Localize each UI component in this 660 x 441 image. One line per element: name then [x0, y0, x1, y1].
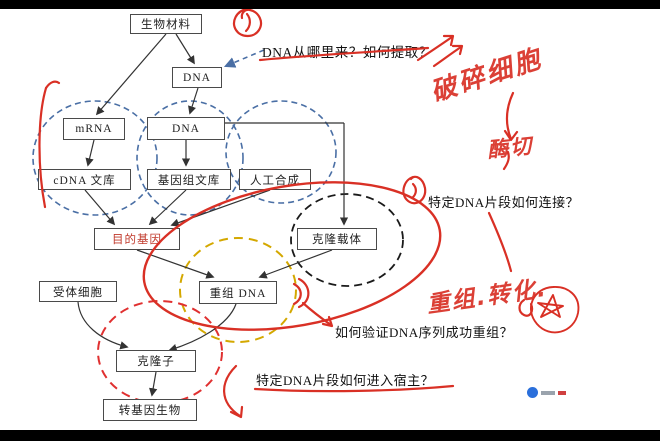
flowchart-node-genome-library: 基因组文库: [147, 169, 231, 190]
node-label: DNA: [183, 71, 211, 84]
flowchart-node-clone: 克隆子: [116, 350, 196, 372]
watermark-red-mark: [558, 390, 566, 395]
blue-circle-mrna-group: [32, 100, 158, 216]
flowchart-node-transgenic-organism: 转基因生物: [103, 399, 197, 421]
blue-circle-dna-group: [136, 100, 244, 216]
flowchart-node-host-cell: 受体细胞: [39, 281, 117, 302]
node-label: mRNA: [75, 123, 113, 135]
question-dna-source: DNA从哪里来？如何提取？: [262, 45, 433, 60]
node-label: 克隆载体: [312, 234, 362, 246]
arrow-biomaterial-to-mrna: [95, 33, 167, 116]
watermark-logo: [527, 387, 566, 398]
arrow-genome-to-target-gene: [148, 189, 187, 226]
arrow-target-gene-to-recombinant: [136, 249, 215, 279]
watermark-blue-dot-icon: [527, 387, 538, 398]
dashed-group-circles: [32, 100, 404, 404]
flowchart-node-dna-mid: DNA: [147, 117, 225, 140]
flowchart-node-target-gene: 目的基因: [94, 228, 180, 250]
watermark-gray-mark: [541, 390, 555, 395]
letterbox-top-bar: [0, 0, 660, 9]
flowchart-node-biomaterial: 生物材料: [130, 14, 202, 34]
question-verify-recombination: 如何验证DNA序列成功重组？: [335, 325, 514, 340]
handwritten-note-2: 酶切: [485, 133, 535, 163]
flowchart-node-recombinant-dna: 重组 DNA: [199, 281, 277, 304]
red-circle-clone-group: [97, 300, 223, 404]
letterbox-bottom-bar: [0, 430, 660, 441]
arrow-recombinant-to-clone: [168, 303, 237, 353]
flowchart-node-cdna-library: cDNA 文库: [38, 169, 131, 190]
node-label: 人工合成: [250, 174, 300, 187]
node-label: 受体细胞: [53, 286, 103, 299]
arrow-host-cell-to-clone: [77, 301, 129, 350]
arrow-mrna-to-cdna-library: [85, 139, 95, 167]
question-fragment-connection: 特定DNA片段如何连接？: [428, 195, 580, 210]
arrow-clone-to-transgenic: [149, 371, 158, 397]
arrow-synthesis-to-target-gene: [170, 189, 271, 227]
node-label: 目的基因: [112, 234, 162, 246]
arrow-dna-to-dna: [188, 87, 199, 115]
node-label: 重组 DNA: [209, 287, 267, 300]
arrow-cdna-to-target-gene: [84, 189, 116, 226]
blue-dashed-pointer-arrow: [223, 49, 265, 68]
node-label: DNA: [172, 122, 200, 135]
node-label: cDNA 文库: [53, 174, 116, 187]
node-label: 基因组文库: [157, 174, 221, 187]
question-enter-host: 特定DNA片段如何进入宿主？: [256, 373, 435, 388]
arrow-biomaterial-to-dna: [175, 33, 195, 65]
flow-arrows: [77, 33, 349, 397]
flowchart-node-artificial-synthesis: 人工合成: [239, 169, 311, 190]
node-label: 生物材料: [141, 19, 191, 31]
flowchart-node-dna-top: DNA: [172, 67, 222, 88]
node-label: 转基因生物: [118, 405, 182, 417]
node-label: 克隆子: [137, 356, 175, 368]
flowchart-node-clone-vector: 克隆载体: [297, 228, 377, 250]
flowchart-node-mrna: mRNA: [63, 118, 125, 140]
arrow-vector-to-recombinant: [258, 249, 333, 279]
